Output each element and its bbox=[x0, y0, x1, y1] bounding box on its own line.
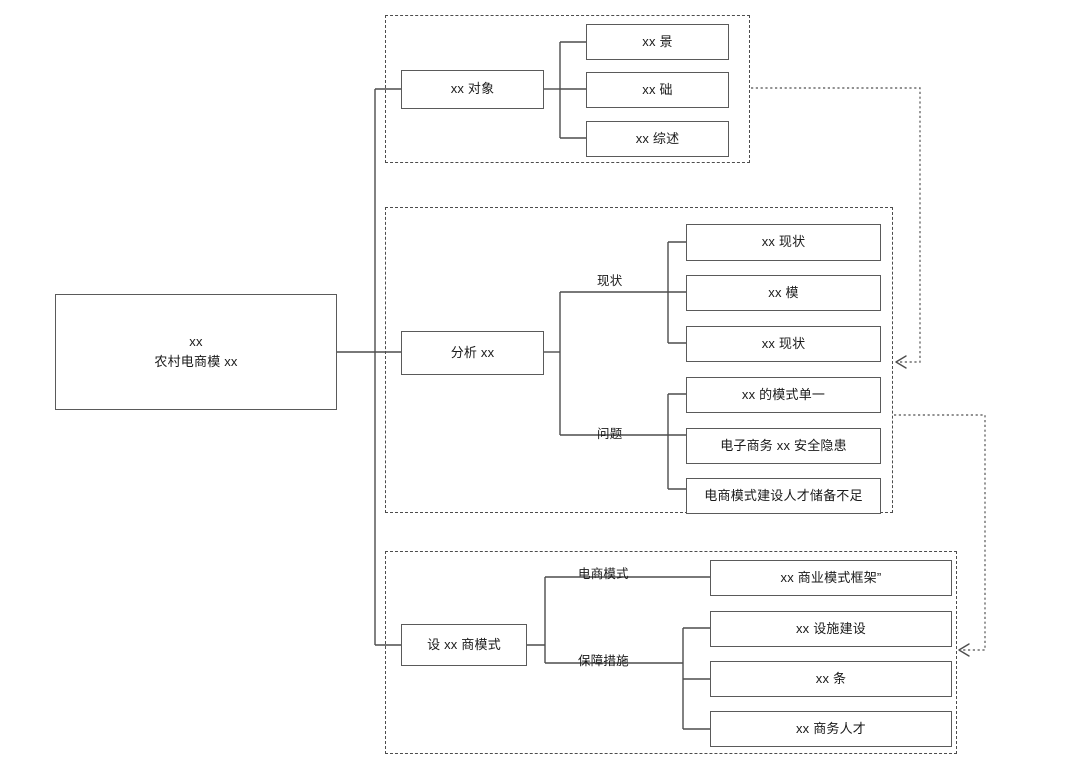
root-node-line2: 农村电商模 xx bbox=[154, 354, 238, 369]
leaf-node-object-2[interactable]: xx 础 bbox=[586, 72, 729, 108]
leaf-node-measure-1[interactable]: xx 设施建设 bbox=[710, 611, 952, 647]
arrowhead-to-design bbox=[958, 643, 970, 657]
leaf-node-status-3[interactable]: xx 现状 bbox=[686, 326, 881, 362]
edge-label-ecommerce-model: 电商模式 bbox=[578, 567, 629, 581]
leaf-node-measure-3[interactable]: xx 商务人才 bbox=[710, 711, 952, 747]
edge-label-problem: 问题 bbox=[597, 427, 623, 441]
leaf-node-problem-2[interactable]: 电子商务 xx 安全隐患 bbox=[686, 428, 881, 464]
leaf-node-status-1[interactable]: xx 现状 bbox=[686, 224, 881, 261]
root-node[interactable]: xx xx 农村电商模 xx bbox=[55, 294, 337, 410]
leaf-node-model-1[interactable]: xx 商业模式框架” bbox=[710, 560, 952, 596]
root-node-line1: xx bbox=[189, 333, 203, 349]
edge-label-safeguard-measures: 保障措施 bbox=[578, 654, 629, 668]
branch-node-design[interactable]: 设 xx 商模式 bbox=[401, 624, 527, 666]
leaf-node-object-1[interactable]: xx 景 bbox=[586, 24, 729, 60]
design-group bbox=[385, 551, 957, 754]
leaf-node-status-2[interactable]: xx 模 bbox=[686, 275, 881, 311]
edge-label-status: 现状 bbox=[597, 274, 623, 288]
leaf-node-measure-2[interactable]: xx 条 bbox=[710, 661, 952, 697]
arrowhead-to-analysis bbox=[895, 355, 907, 369]
leaf-node-problem-1[interactable]: xx 的模式单一 bbox=[686, 377, 881, 413]
branch-node-object[interactable]: xx 对象 bbox=[401, 70, 544, 109]
branch-node-analysis[interactable]: 分析 xx bbox=[401, 331, 544, 375]
leaf-node-object-3[interactable]: xx 综述 bbox=[586, 121, 729, 157]
leaf-node-problem-3[interactable]: 电商模式建设人才储备不足 bbox=[686, 478, 881, 514]
